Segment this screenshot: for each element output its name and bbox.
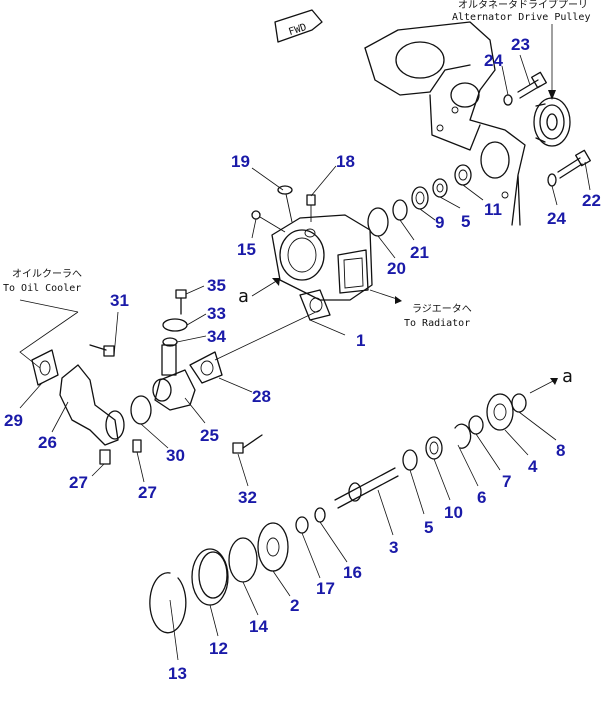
callout-3: 3 — [389, 538, 398, 557]
nut-8 — [511, 393, 527, 413]
bolt-35 — [175, 289, 187, 315]
callout-7: 7 — [502, 472, 511, 491]
callout-23: 23 — [511, 35, 530, 54]
water-pipe-26 — [59, 364, 125, 446]
callout-18: 18 — [336, 152, 355, 171]
impeller-2 — [257, 522, 289, 572]
callout-8: 8 — [556, 441, 565, 460]
cap-33 — [162, 318, 188, 332]
plug-27-right — [132, 439, 142, 453]
washer-24-bottom — [547, 173, 557, 187]
view-a-label-right: a — [562, 366, 573, 387]
snap-ring-21 — [392, 199, 408, 221]
callout-24-top: 24 — [484, 51, 503, 70]
callout-31: 31 — [110, 291, 129, 310]
washer-24-top — [503, 94, 513, 106]
callout-16: 16 — [343, 563, 362, 582]
cover-12 — [191, 548, 229, 606]
callout-4: 4 — [528, 457, 538, 476]
callout-5-lower: 5 — [424, 518, 433, 537]
engine-block — [364, 21, 526, 226]
callout-19: 19 — [231, 152, 250, 171]
callout-12: 12 — [209, 639, 228, 658]
alternator-en-label: Alternator Drive Pulley — [452, 12, 590, 23]
fwd-label: FWD — [287, 22, 308, 38]
callout-28: 28 — [252, 387, 271, 406]
callout-5-upper: 5 — [461, 212, 470, 231]
callout-6: 6 — [477, 488, 486, 507]
bolt-22 — [557, 149, 591, 179]
callout-29: 29 — [4, 411, 23, 430]
callout-20: 20 — [387, 259, 406, 278]
callout-17: 17 — [316, 579, 335, 598]
callout-35: 35 — [207, 276, 226, 295]
bolt-23 — [517, 71, 547, 99]
gear-4 — [486, 393, 514, 431]
callout-25: 25 — [200, 426, 219, 445]
callout-27-right: 27 — [138, 483, 157, 502]
bearing-9 — [411, 186, 429, 210]
snap-ring-13 — [149, 572, 187, 634]
gasket-28 — [189, 351, 223, 384]
alternator-pulley — [533, 97, 571, 147]
washer-5-lower — [402, 449, 418, 471]
fwd-arrow-icon: FWD — [274, 9, 323, 43]
oring-20 — [367, 207, 389, 237]
water-connector-25 — [152, 344, 196, 411]
callout-33: 33 — [207, 304, 226, 323]
callout-11: 11 — [484, 200, 502, 219]
screw-19 — [277, 185, 293, 223]
nut-11 — [454, 164, 472, 186]
seal-17 — [295, 516, 309, 534]
oilcooler-en-label: To Oil Cooler — [3, 283, 81, 294]
callout-27-left: 27 — [69, 473, 88, 492]
plug-18 — [306, 194, 316, 222]
callout-22: 22 — [582, 191, 601, 210]
callout-24-bottom: 24 — [547, 209, 566, 228]
nut-16 — [314, 507, 326, 523]
callout-13: 13 — [168, 664, 187, 683]
callout-numbers: 1 2 3 4 5 5 6 7 8 9 10 11 12 13 14 15 16… — [4, 35, 601, 683]
oring-30 — [130, 395, 152, 425]
alternator-jp-label: オルタネータドライブプーリ — [458, 0, 588, 11]
callout-1: 1 — [356, 331, 365, 350]
callout-15: 15 — [237, 240, 256, 259]
bolt-32 — [232, 434, 263, 454]
radiator-jp-label: ラジエータへ — [412, 303, 472, 315]
plug-27-left — [99, 449, 111, 465]
callout-21: 21 — [410, 243, 429, 262]
callout-30: 30 — [166, 446, 185, 465]
pump-housing — [271, 214, 373, 321]
oring-14 — [228, 537, 258, 583]
callout-34: 34 — [207, 327, 226, 346]
callout-2: 2 — [290, 596, 299, 615]
oilcooler-jp-label: オイルクーラへ — [12, 268, 82, 280]
washer-5-upper — [432, 178, 448, 198]
bearing-10 — [425, 436, 443, 460]
callout-14: 14 — [249, 617, 268, 636]
gasket-29 — [31, 349, 59, 386]
bolt-15 — [251, 210, 286, 233]
snap-ring-6 — [454, 423, 472, 449]
callout-32: 32 — [238, 488, 257, 507]
callout-9: 9 — [435, 213, 444, 232]
leader-lines — [19, 54, 591, 661]
callout-10: 10 — [444, 503, 463, 522]
view-a-label-left: a — [238, 286, 249, 307]
shaft-3 — [334, 467, 399, 509]
spacer-7 — [468, 415, 484, 435]
radiator-en-label: To Radiator — [404, 318, 470, 329]
bolt-31 — [89, 344, 115, 357]
callout-26: 26 — [38, 433, 57, 452]
